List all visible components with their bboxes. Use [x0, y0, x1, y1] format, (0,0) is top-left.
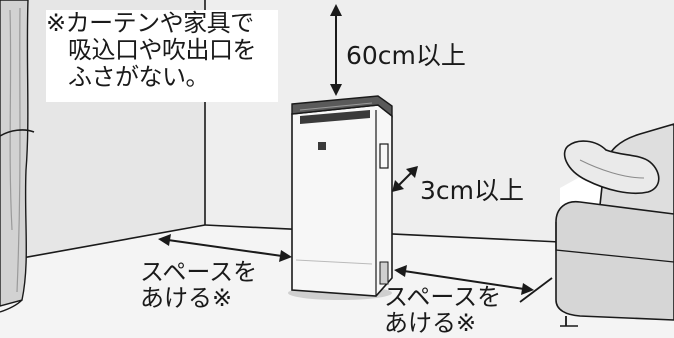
notice-line-2: 吸込口や吹出口を	[68, 36, 257, 64]
right-clearance-line-2: あける※	[384, 308, 477, 337]
control-panel-icon	[379, 143, 389, 169]
left-clearance-line-1: スペースを	[140, 258, 258, 286]
side-clearance-arrow	[392, 166, 418, 192]
right-clearance-label: スペースを あける※	[384, 283, 502, 337]
floor-line-left	[0, 224, 206, 263]
top-clearance-label: 60cm以上	[346, 41, 466, 70]
notice-line-3: ふさがない。	[68, 63, 210, 91]
top-clearance-arrow	[330, 4, 342, 96]
air-purifier	[288, 95, 393, 300]
notice-line-1: ※カーテンや家具で	[46, 9, 254, 37]
right-clearance-line-1: スペースを	[384, 283, 502, 311]
sharp-logo-icon	[318, 142, 326, 150]
notice-box: ※カーテンや家具で 吸込口や吹出口を ふさがない。	[46, 10, 278, 102]
side-clearance-label: 3cm以上	[420, 176, 525, 205]
left-clearance-line-2: あける※	[140, 283, 233, 312]
left-clearance-arrow	[158, 234, 292, 262]
sofa	[555, 123, 674, 327]
left-clearance-label: スペースを あける※	[140, 258, 258, 312]
right-clearance-arrow	[394, 265, 553, 303]
curtain	[0, 0, 35, 313]
